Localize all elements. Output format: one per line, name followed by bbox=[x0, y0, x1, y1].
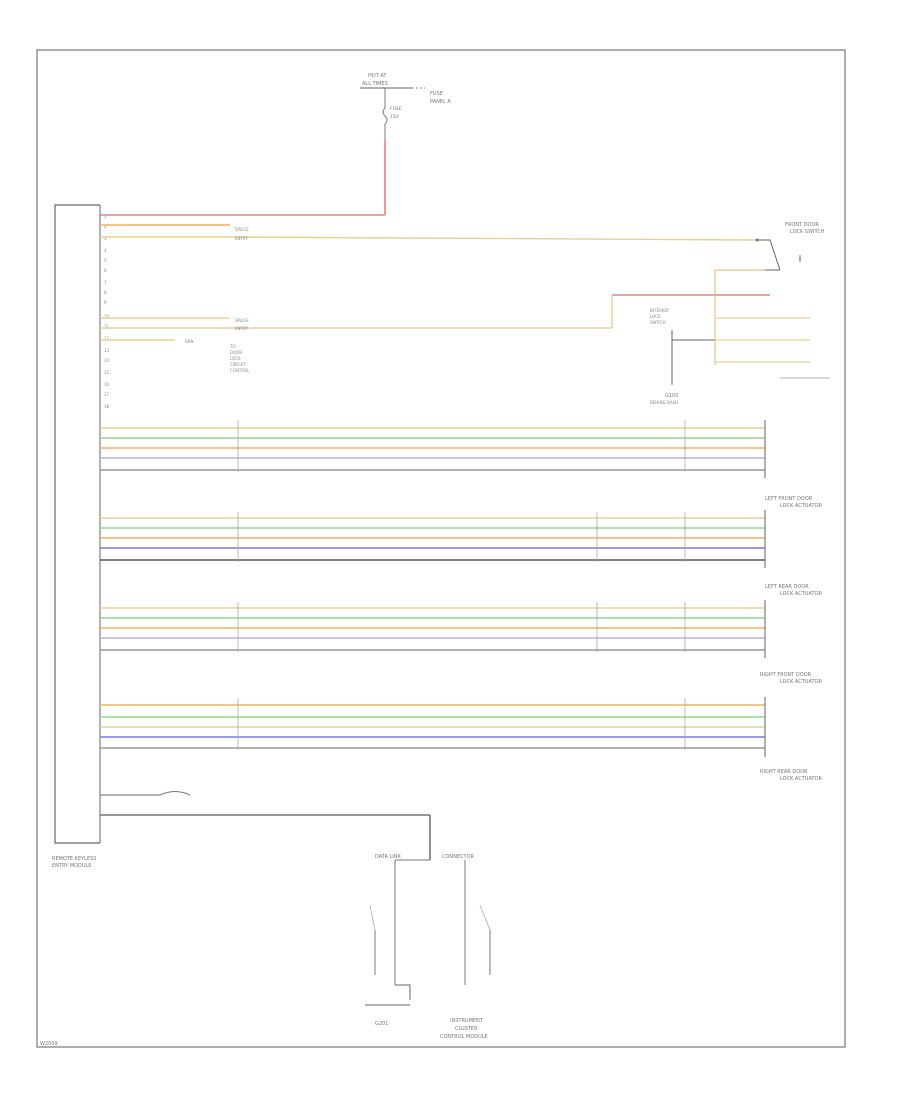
left-rear-label-b: LOCK ACTUATOR bbox=[780, 591, 822, 597]
bottom-ground-label: G201 bbox=[375, 1021, 388, 1027]
right-door-label-b: LOCK ACTUATOR bbox=[780, 679, 822, 685]
harness-group-2 bbox=[100, 510, 766, 568]
harness-group-4 bbox=[100, 697, 766, 757]
fuse-name: FUSE bbox=[390, 106, 402, 112]
data-link-circuit bbox=[100, 791, 491, 1006]
right-door-label-a: RIGHT FRONT DOOR bbox=[760, 672, 812, 678]
svg-text:14: 14 bbox=[104, 358, 110, 363]
svg-text:8: 8 bbox=[104, 290, 107, 295]
bottom-module-label-b: CLUSTER bbox=[455, 1026, 478, 1032]
right-rear-label-a: RIGHT REAR DOOR bbox=[760, 769, 808, 775]
svg-text:16: 16 bbox=[104, 382, 110, 387]
harness-group-3 bbox=[100, 600, 766, 658]
fuse-amp: 15A bbox=[390, 114, 400, 120]
svg-text:SWITCH: SWITCH bbox=[650, 320, 666, 325]
harness-group-1 bbox=[100, 420, 766, 478]
front-door-label-a: FRONT DOOR bbox=[785, 222, 819, 228]
svg-text:BEHIND DASH: BEHIND DASH bbox=[650, 400, 678, 405]
svg-text:BRN: BRN bbox=[185, 339, 194, 344]
svg-text:INTERIOR: INTERIOR bbox=[650, 308, 669, 313]
svg-text:3: 3 bbox=[104, 236, 107, 241]
svg-text:13: 13 bbox=[104, 348, 110, 353]
fuse-top-label-b: ALL TIMES bbox=[362, 81, 388, 87]
bottom-module-label-a: INSTRUMENT bbox=[450, 1018, 484, 1024]
main-module-label-b: ENTRY MODULE bbox=[52, 863, 91, 869]
bottom-module-label-c: CONTROL MODULE bbox=[440, 1034, 488, 1040]
fuse-top-label-a: HOT AT bbox=[368, 73, 387, 79]
splice-marks bbox=[237, 420, 686, 750]
svg-text:11: 11 bbox=[104, 324, 110, 329]
svg-text:DOOR: DOOR bbox=[230, 350, 242, 355]
corner-code: W2009 bbox=[40, 1041, 58, 1047]
svg-text:7: 7 bbox=[104, 280, 107, 285]
fuse-box-label-b: PANEL A bbox=[430, 99, 451, 105]
bottom-connector-label-a: DATA LINK bbox=[375, 854, 401, 860]
svg-text:CONTROL: CONTROL bbox=[230, 368, 250, 373]
bottom-connector-label-b: CONNECTOR bbox=[442, 854, 475, 860]
svg-text:10: 10 bbox=[104, 314, 110, 319]
svg-text:LOCK: LOCK bbox=[230, 356, 241, 361]
svg-text:12: 12 bbox=[104, 336, 110, 341]
svg-text:17: 17 bbox=[104, 392, 110, 397]
diagram-frame bbox=[36, 49, 846, 1048]
svg-text:SPLICE: SPLICE bbox=[235, 227, 249, 232]
svg-text:1: 1 bbox=[104, 214, 107, 219]
svg-text:15: 15 bbox=[104, 370, 110, 375]
front-door-label-b: LOCK SWITCH bbox=[790, 229, 825, 235]
svg-text:ENTRY: ENTRY bbox=[235, 326, 248, 331]
svg-text:2: 2 bbox=[104, 224, 107, 229]
main-module: REMOTE KEYLESS ENTRY MODULE bbox=[52, 204, 101, 869]
svg-text:TO: TO bbox=[229, 344, 236, 349]
main-module-label-a: REMOTE KEYLESS bbox=[52, 856, 96, 862]
svg-text:9: 9 bbox=[104, 300, 107, 305]
svg-text:5: 5 bbox=[104, 258, 107, 263]
fuse-section: HOT AT ALL TIMES FUSE PANEL A FUSE 15A bbox=[100, 73, 451, 216]
driver-door-label-a: LEFT FRONT DOOR bbox=[765, 496, 813, 502]
fuse-box-label-a: FUSE bbox=[430, 91, 443, 97]
fuse-icon bbox=[382, 107, 388, 125]
ground-label: G100 bbox=[665, 393, 678, 399]
left-rear-label-a: LEFT REAR DOOR bbox=[765, 584, 809, 590]
svg-text:6: 6 bbox=[104, 268, 107, 273]
svg-text:CIRCUIT: CIRCUIT bbox=[230, 362, 246, 367]
svg-text:LOCK: LOCK bbox=[650, 314, 661, 319]
right-rear-label-b: LOCK ACTUATOR bbox=[780, 776, 822, 782]
svg-text:ENTRY: ENTRY bbox=[235, 236, 248, 241]
svg-text:SPLICE: SPLICE bbox=[235, 318, 249, 323]
upper-wires: SPLICE ENTRY FRONT DOOR LOCK SWITCH SPLI… bbox=[100, 222, 830, 405]
svg-text:4: 4 bbox=[104, 248, 107, 253]
svg-text:18: 18 bbox=[104, 404, 110, 409]
driver-door-label-b: LOCK ACTUATOR bbox=[780, 503, 822, 509]
